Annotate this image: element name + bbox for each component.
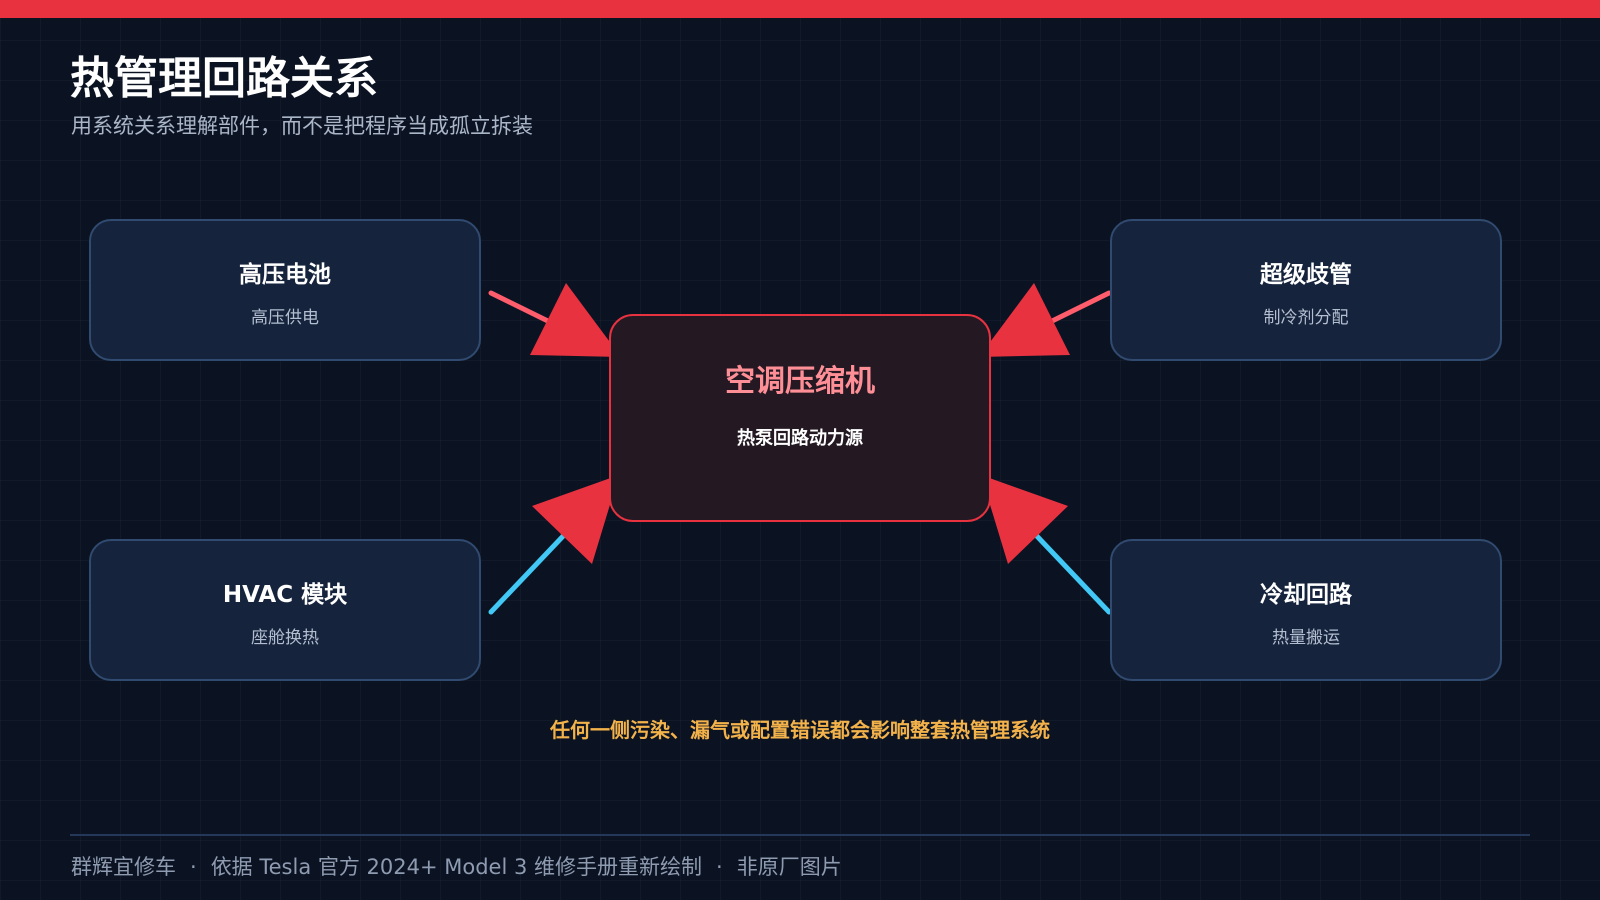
- node-compressor-label: 空调压缩机: [725, 364, 875, 399]
- node-manifold-desc: 制冷剂分配: [1263, 308, 1349, 328]
- top-accent-bar: [0, 0, 1600, 18]
- footer-disclaimer: 非原厂图片: [736, 855, 842, 879]
- footer-divider: [70, 834, 1530, 836]
- node-compressor-desc: 热泵回路动力源: [737, 428, 863, 449]
- page-subtitle: 用系统关系理解部件，而不是把程序当成孤立拆装: [71, 114, 533, 138]
- node-manifold: 超级歧管 制冷剂分配: [1110, 219, 1502, 361]
- footer-source: 依据 Tesla 官方 2024+ Model 3 维修手册重新绘制: [210, 855, 703, 879]
- node-cooling-loop-desc: 热量搬运: [1272, 628, 1340, 648]
- node-battery-label: 高压电池: [239, 262, 331, 288]
- connector-battery-compressor: [488, 290, 561, 329]
- node-hvac: HVAC 模块 座舱换热: [89, 539, 481, 681]
- arrowhead-manifold-compressor: [979, 283, 1070, 357]
- warning-note: 任何一侧污染、漏气或配置错误都会影响整套热管理系统: [550, 718, 1050, 742]
- node-hvac-label: HVAC 模块: [222, 582, 348, 608]
- node-manifold-label: 超级歧管: [1260, 262, 1352, 288]
- node-cooling-loop-label: 冷却回路: [1260, 582, 1352, 608]
- footer-separator: ·: [190, 855, 197, 879]
- arrowhead-cooling-compressor: [981, 475, 1068, 564]
- arrowhead-hvac-compressor: [532, 475, 619, 564]
- connector-hvac-compressor: [488, 529, 570, 615]
- footer-separator: ·: [716, 855, 723, 879]
- page-title: 热管理回路关系: [70, 53, 378, 104]
- footer-brand: 群辉宜修车: [71, 855, 176, 879]
- node-hvac-desc: 座舱换热: [251, 628, 319, 648]
- connector-manifold-compressor: [1039, 290, 1112, 329]
- footer: 群辉宜修车 · 依据 Tesla 官方 2024+ Model 3 维修手册重新绘制…: [71, 851, 842, 881]
- node-battery-desc: 高压供电: [251, 308, 319, 328]
- node-battery: 高压电池 高压供电: [89, 219, 481, 361]
- node-cooling-loop: 冷却回路 热量搬运: [1110, 539, 1502, 681]
- node-compressor: 空调压缩机 热泵回路动力源: [609, 314, 991, 522]
- arrowhead-battery-compressor: [530, 283, 621, 357]
- connector-cooling-compressor: [1030, 529, 1112, 615]
